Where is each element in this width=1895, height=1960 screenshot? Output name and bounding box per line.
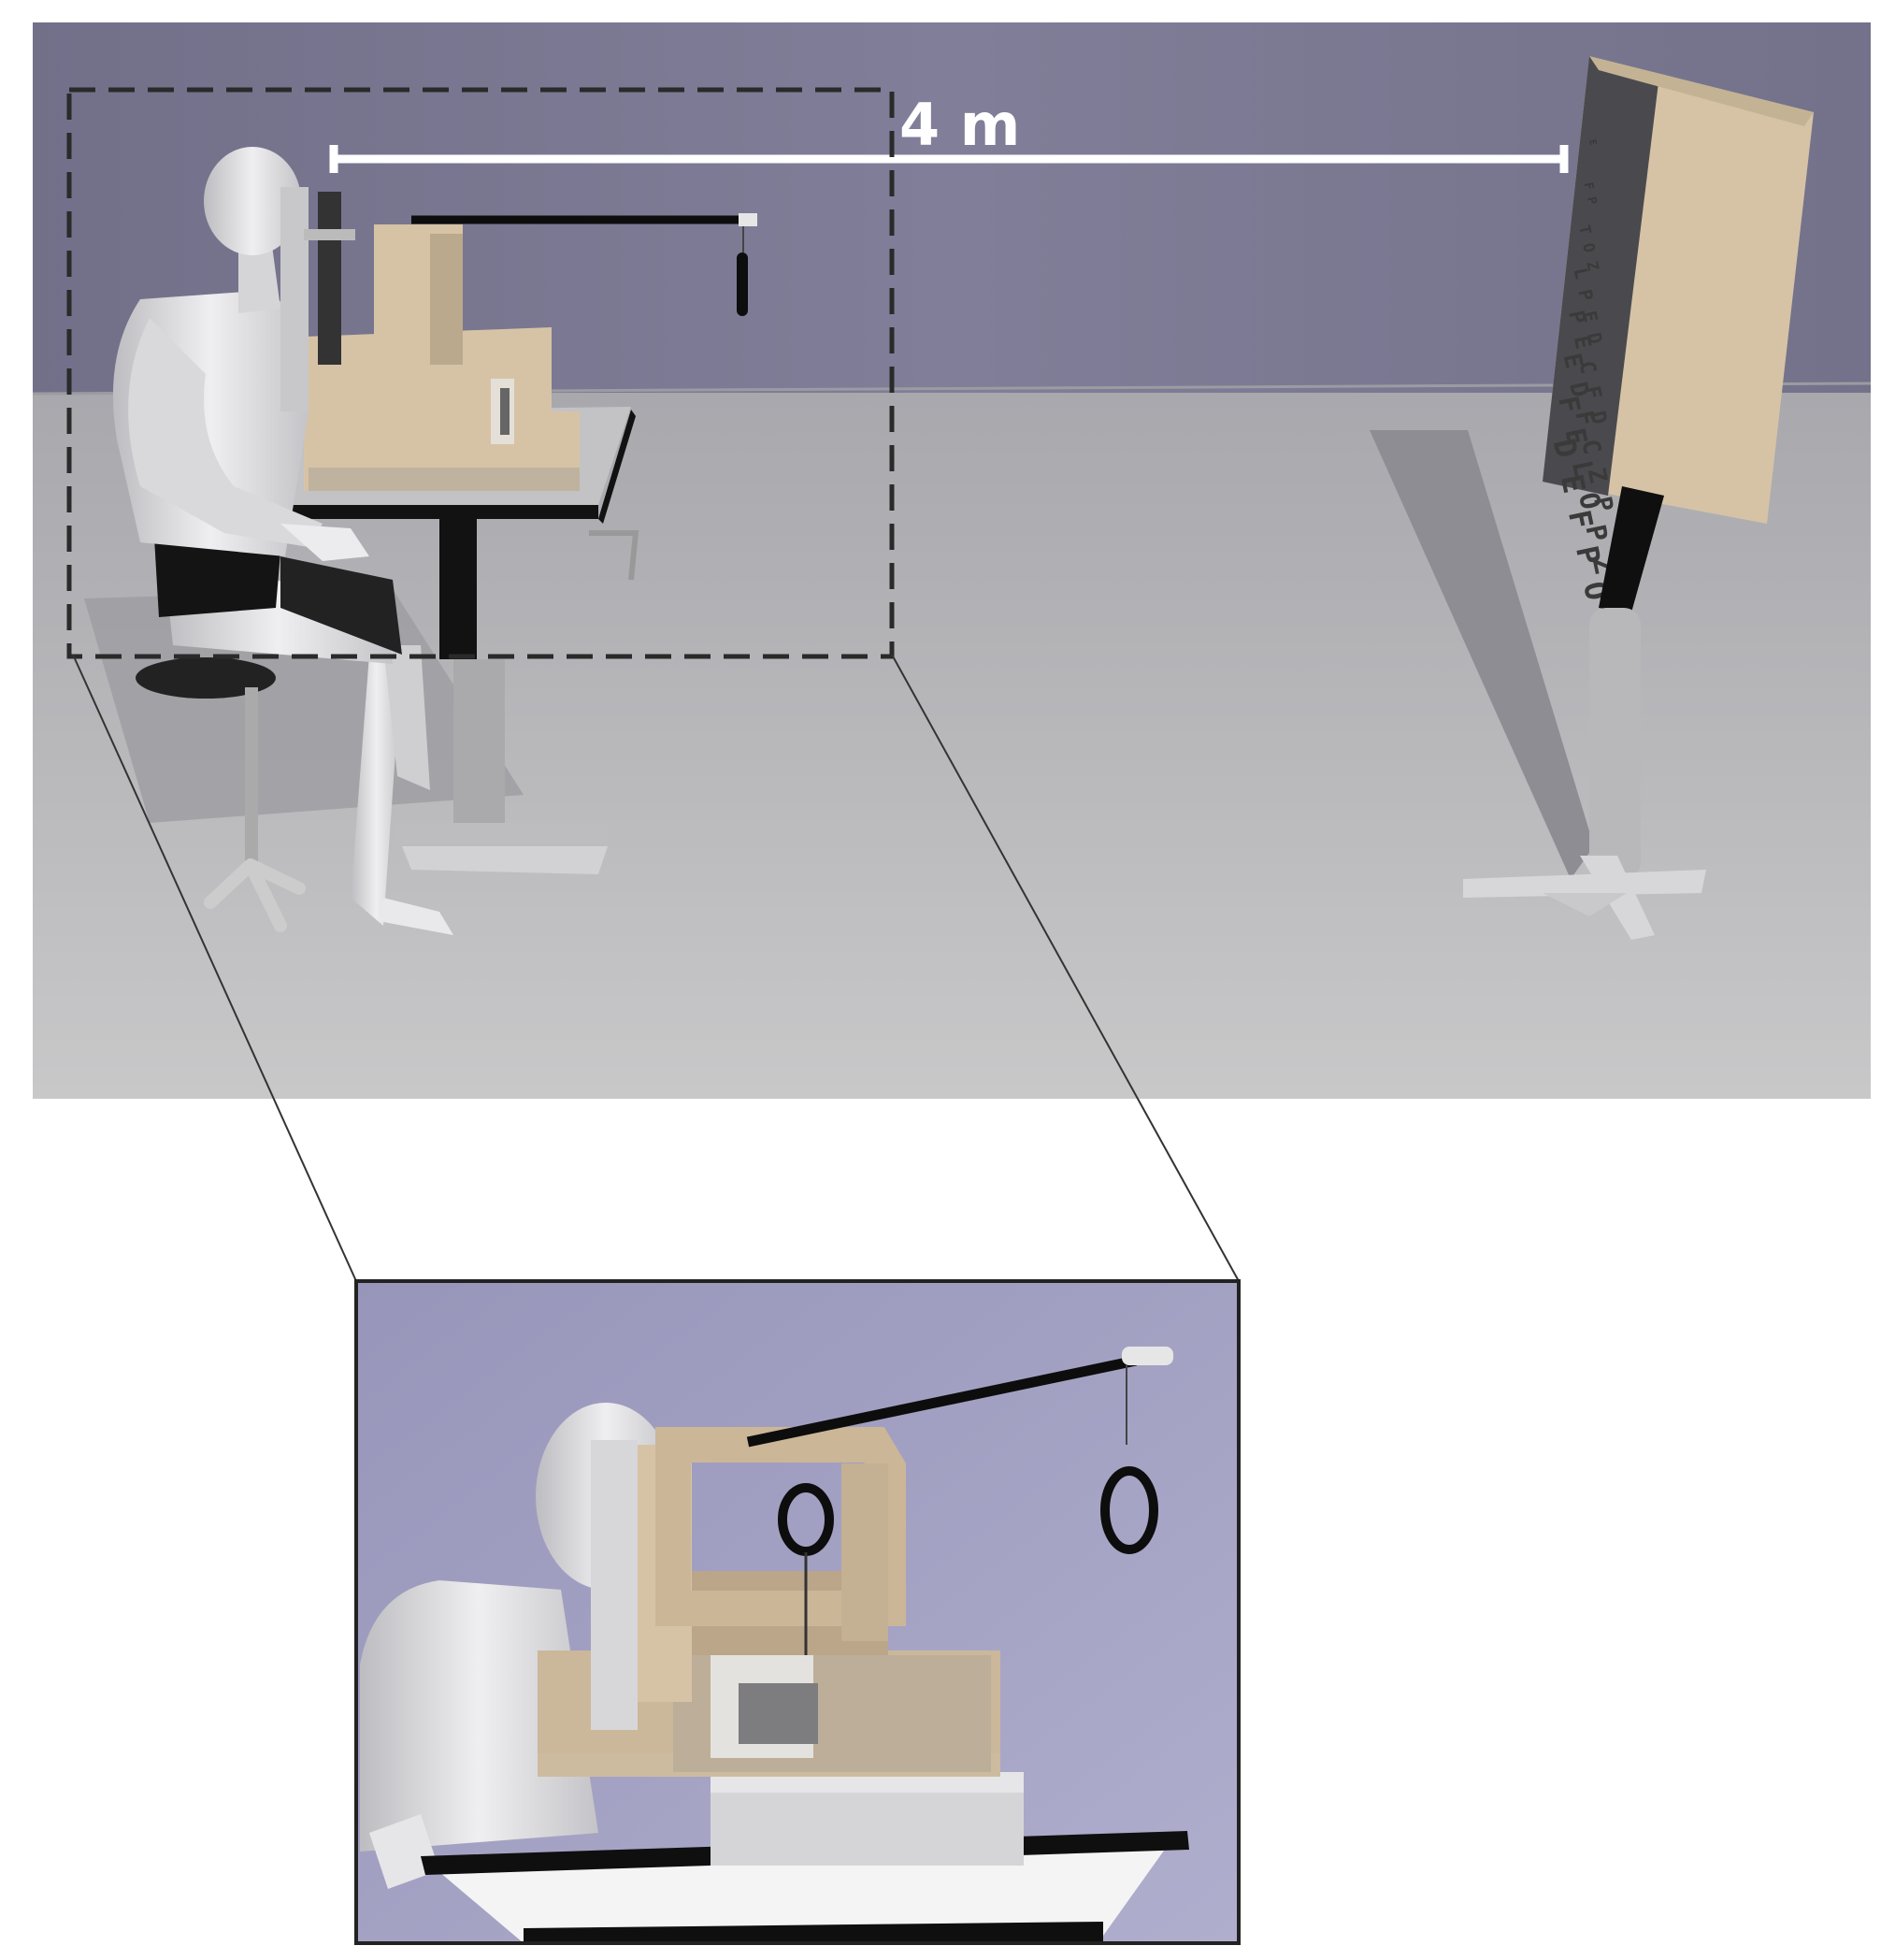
distance-label: 4 m xyxy=(899,91,1020,159)
main-scene: EF PT O ZL P E DP E C F DE D F C Z PF E … xyxy=(32,22,1872,1099)
autorefractor-closeup xyxy=(538,1347,1173,1866)
inset-fixation-arm xyxy=(746,1355,1138,1448)
zoom-connector-left xyxy=(72,654,357,1282)
chart-shadow xyxy=(1370,430,1594,879)
chart-pole xyxy=(1589,608,1641,879)
inset-ring-target-far xyxy=(1100,1466,1158,1554)
zoom-region-box xyxy=(66,87,895,659)
eye-chart-row: E xyxy=(1586,138,1598,146)
distance-indicator: 4 m xyxy=(329,91,1569,173)
autorefractor-main xyxy=(304,213,757,491)
eye-chart-row: F P xyxy=(1581,181,1600,206)
zoom-connector-right xyxy=(891,654,1240,1282)
stool xyxy=(136,657,306,932)
ring-target-icon xyxy=(737,252,748,316)
inset-ring-target-near xyxy=(778,1483,834,1556)
inset-closeup xyxy=(354,1279,1241,1945)
seated-person-icon xyxy=(112,147,453,935)
eye-chart-icon: EF PT O ZL P E DP E C F DE D F C Z PF E … xyxy=(1463,56,1814,940)
